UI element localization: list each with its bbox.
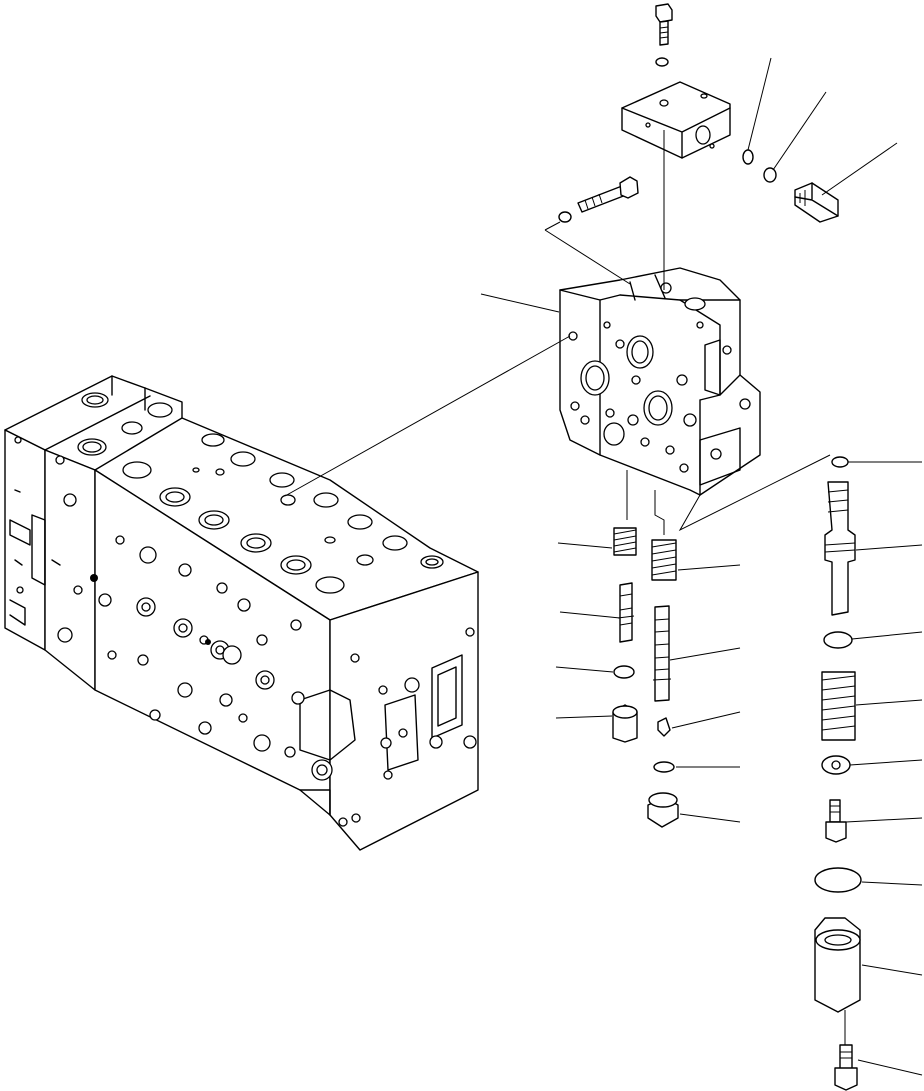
spring-seat-top [823, 631, 853, 649]
o-ring-large [814, 867, 862, 893]
sensor-plug [794, 182, 839, 223]
port-o-ring-a [742, 149, 754, 165]
bolt-leader-bracket [544, 221, 631, 285]
spool-short [617, 582, 635, 643]
spring-large [821, 671, 856, 741]
o-ring-right-top [831, 456, 849, 468]
main-block-ports [14, 392, 477, 827]
mounting-bolt [577, 176, 639, 213]
port-o-ring-b [763, 167, 777, 183]
cap-screw-right [825, 799, 847, 843]
top-cover-block [621, 81, 731, 159]
top-o-ring [655, 57, 669, 67]
section-valve-ports [568, 282, 751, 473]
cap-screw-bottom [834, 1044, 858, 1091]
o-ring-center [653, 761, 675, 773]
spring-small-a [613, 527, 637, 556]
leader-lines [284, 57, 923, 1076]
spool-guide-line [626, 470, 665, 535]
spring-small-b [651, 539, 677, 581]
main-spool-right [824, 481, 856, 616]
plug-left [612, 704, 638, 743]
main-control-valve-body [4, 375, 479, 851]
o-ring-left [613, 665, 635, 679]
solenoid-cover [814, 917, 861, 1013]
right-column-guide [678, 454, 846, 1045]
spool-long [652, 605, 672, 702]
poppet [657, 717, 671, 737]
top-cap-screw [655, 3, 673, 46]
plug-center [647, 792, 679, 828]
bolt-washer [558, 211, 572, 223]
spring-seat-bottom [821, 755, 851, 775]
